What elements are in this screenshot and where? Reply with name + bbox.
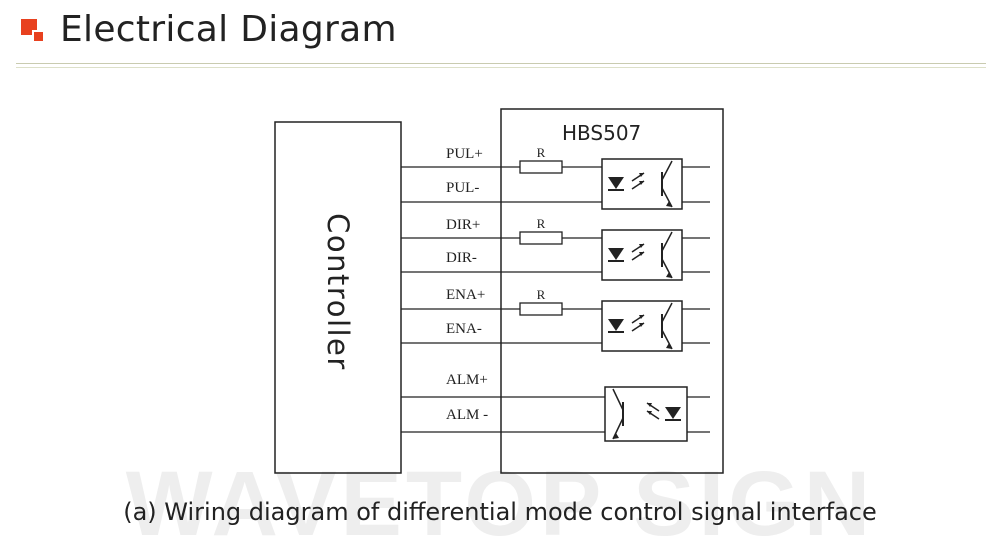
- phototransistor-arrow-icon: [666, 343, 672, 349]
- signal-plus-label: DIR+: [446, 217, 480, 233]
- signal-group: PUL+ PUL- R DIR+ DIR- R ENA+ ENA- R ALM+ ALM -: [401, 145, 710, 442]
- light-arrow-head: [639, 181, 644, 185]
- signal-plus-label: ALM+: [446, 372, 488, 388]
- light-arrow-head: [639, 244, 644, 248]
- red-squares-icon: [21, 19, 45, 43]
- header-divider-secondary: [16, 67, 986, 68]
- driver-box: [500, 108, 724, 474]
- led-diode-icon: [665, 407, 681, 419]
- phototransistor-arrow-icon: [666, 201, 672, 207]
- light-arrow-head: [639, 323, 644, 327]
- signal-minus-label: ENA-: [446, 321, 482, 337]
- light-arrow-head: [639, 315, 644, 319]
- signal-plus-label: PUL+: [446, 146, 483, 162]
- watermark-text: WAVETOP SIGN: [126, 453, 874, 545]
- signal-plus-label: ENA+: [446, 287, 485, 303]
- light-arrow-head: [639, 173, 644, 177]
- phototransistor-collector: [661, 302, 673, 323]
- phototransistor-arrow-icon: [666, 272, 672, 278]
- controller-label: Controller: [321, 213, 355, 371]
- led-diode-icon: [608, 177, 624, 189]
- signal-minus-label: DIR-: [446, 250, 477, 266]
- phototransistor-collector: [661, 231, 673, 252]
- light-arrow-head: [639, 252, 644, 256]
- led-diode-icon: [608, 248, 624, 260]
- light-arrow-head: [647, 403, 652, 407]
- resistor-symbol: [519, 231, 563, 245]
- resistor-label: R: [537, 216, 546, 231]
- figure-caption: (a) Wiring diagram of differential mode …: [123, 498, 877, 526]
- header-divider: [16, 63, 986, 64]
- light-arrow-head: [647, 411, 652, 415]
- phototransistor-emitter: [612, 417, 624, 440]
- signal-minus-label: PUL-: [446, 180, 479, 196]
- resistor-symbol: [519, 302, 563, 316]
- page-header: Electrical Diagram: [0, 0, 1000, 70]
- phototransistor-collector: [612, 388, 624, 411]
- page-title: Electrical Diagram: [60, 9, 397, 50]
- phototransistor-arrow-icon: [613, 433, 619, 439]
- resistor-symbol: [519, 160, 563, 174]
- resistor-label: R: [537, 287, 546, 302]
- phototransistor-collector: [661, 160, 673, 181]
- resistor-label: R: [537, 145, 546, 160]
- driver-label: HBS507: [562, 121, 641, 145]
- controller-box: [274, 121, 402, 474]
- led-diode-icon: [608, 319, 624, 331]
- signal-minus-label: ALM -: [446, 407, 488, 423]
